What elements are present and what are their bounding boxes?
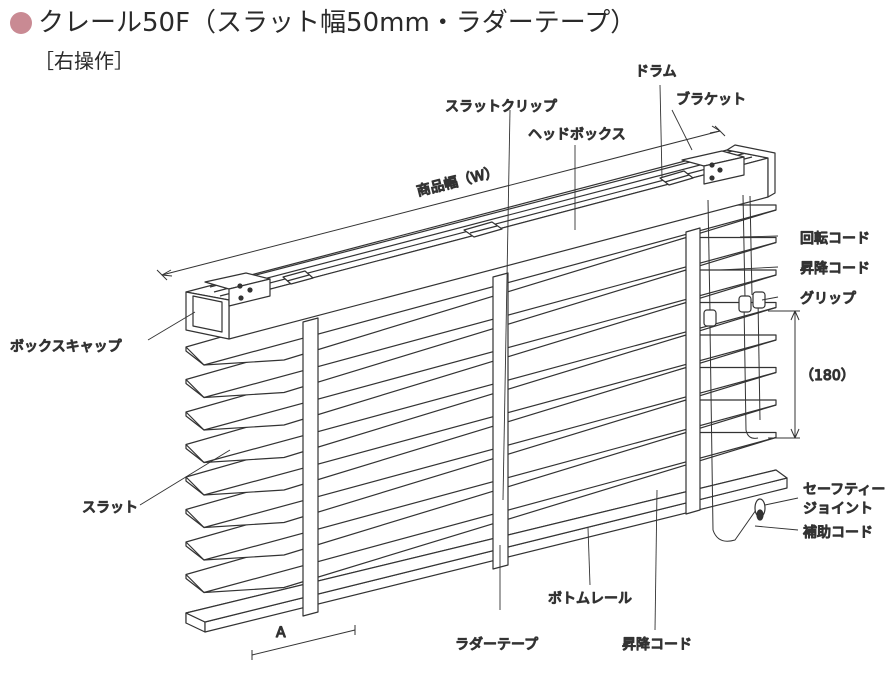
head-box [185,144,776,340]
drum-left [282,270,314,285]
label-product-width: 商品幅（W） [415,164,500,200]
slat-edge [185,371,777,529]
label-ladder-tape: ラダーテープ [455,637,538,653]
label-bottom-rail: ボトムレール [548,591,632,607]
slat [185,334,777,496]
bullet-dot-icon [10,12,32,34]
label-grip: グリップ [800,291,856,307]
label-dimension-a: A [276,625,286,641]
cords [707,194,761,542]
label-lift-cord-bottom: 昇降コード [622,637,692,653]
slat [185,236,777,399]
slat-edge [185,436,777,594]
page-title: クレール50F（スラット幅50mm・ラダーテープ） [10,6,636,40]
label-safety-joint-line2: ジョイント [803,501,873,517]
label-box-cap: ボックスキャップ [10,339,122,355]
bracket-left [204,272,271,307]
label-slat: スラット [82,500,138,516]
drum-right [659,170,694,186]
slat-edge [185,404,777,561]
slat-edge [185,241,777,399]
bracket-right [681,150,745,185]
slat [185,399,777,561]
slats-group [185,204,777,594]
label-aux-cord: 補助コード [803,525,873,541]
label-lift-cord-right: 昇降コード [800,261,870,277]
label-tilt-cord: 回転コード [800,231,870,247]
slat-clip-part [463,221,503,238]
label-head-box: ヘッドボックス [528,127,626,143]
slat-edge [185,209,777,366]
leader-lines [139,84,799,631]
safety-joint [754,498,766,521]
label-safety-joint-line1: セーフティー [803,482,885,498]
operation-side-label: ［右操作］ [34,49,134,73]
grip-handles [703,291,766,327]
slat [185,301,777,464]
label-slat-clip: スラットクリップ [445,99,557,115]
label-dimension-180: （180） [800,368,855,384]
label-bracket: ブラケット [676,91,746,108]
slat-edge [185,274,777,431]
slat-edge [185,339,777,496]
ladder-tapes [302,227,701,617]
slat [185,366,777,529]
dimension-lines [156,125,800,660]
title-text: クレール50F（スラット幅50mm・ラダーテープ） [38,8,637,38]
label-drum: ドラム [635,64,677,80]
slat-edge [185,306,777,464]
slat [185,431,777,594]
slat [185,269,777,431]
